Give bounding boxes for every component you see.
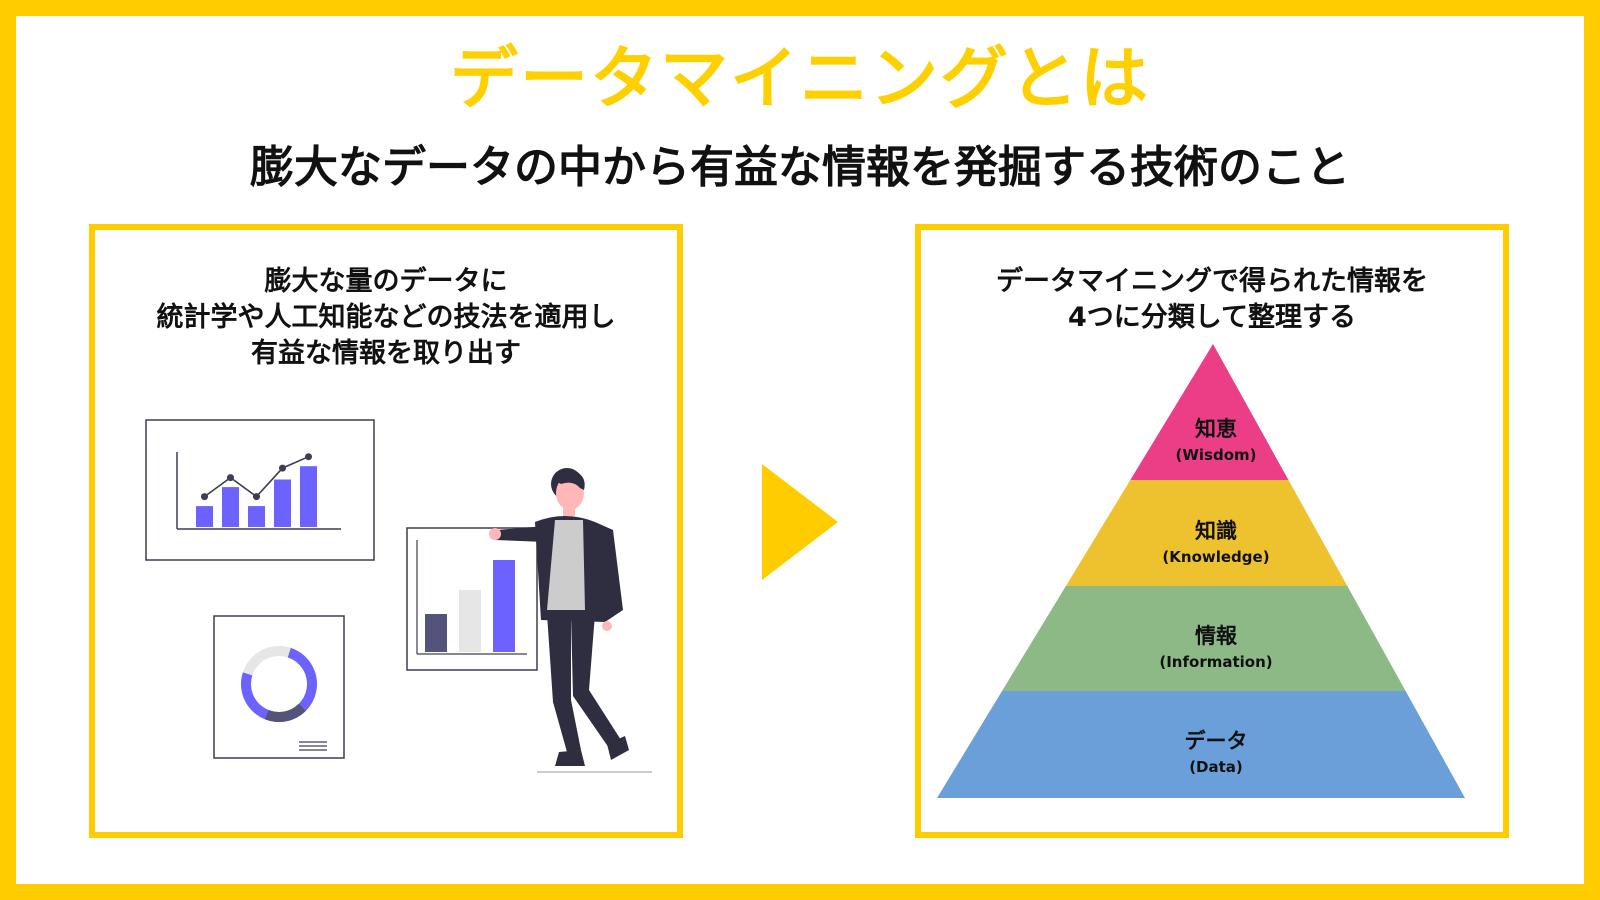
- chart-board-1: [145, 419, 375, 561]
- board2-bar: [493, 560, 515, 652]
- board2-bar: [459, 590, 481, 652]
- pyramid-sub-knowledge: (Knowledge): [1162, 548, 1269, 566]
- pyramid-sub-information: (Information): [1159, 653, 1272, 671]
- pyramid-level-knowledge: [1065, 480, 1348, 586]
- pyramid-sub-wisdom: (Wisdom): [1176, 446, 1257, 464]
- board1-trend-point: [201, 493, 208, 501]
- pyramid-label-information: 情報: [1195, 624, 1238, 648]
- board2-bar: [425, 614, 447, 652]
- board1-bar: [274, 479, 291, 527]
- right-panel-text: データマイニングで得られた情報を 4つに分類して整理する: [921, 264, 1503, 336]
- pyramid-level-information: [1002, 586, 1406, 691]
- right-panel-line-1: データマイニングで得られた情報を: [996, 266, 1428, 297]
- left-panel-line-2: 統計学や人工知能などの技法を適用し: [156, 302, 616, 333]
- left-panel-line-1: 膨大な量のデータに: [264, 266, 508, 297]
- board1-trend-point: [253, 493, 260, 501]
- chart-board-3: [213, 615, 345, 759]
- board1-trend-point: [227, 474, 234, 482]
- page-title: データマイニングとは: [449, 40, 1150, 119]
- pyramid-label-knowledge: 知識: [1195, 519, 1237, 543]
- board1-trend-point: [279, 464, 286, 472]
- right-panel: データマイニングで得られた情報を 4つに分類して整理する 知恵 (Wisdom)…: [915, 224, 1509, 838]
- left-panel-text: 膨大な量のデータに 統計学や人工知能などの技法を適用し 有益な情報を取り出す: [95, 264, 677, 372]
- board1-bar: [248, 506, 265, 527]
- pyramid-sub-data: (Data): [1189, 758, 1243, 776]
- pyramid-label-wisdom: 知恵: [1195, 417, 1237, 441]
- left-panel: 膨大な量のデータに 統計学や人工知能などの技法を適用し 有益な情報を取り出す: [89, 224, 683, 838]
- board1-bar: [300, 466, 317, 527]
- play-arrow-icon: [762, 464, 838, 580]
- pyramid-label-data: データ: [1185, 729, 1248, 753]
- board1-bar: [222, 487, 239, 527]
- page-subtitle: 膨大なデータの中から有益な情報を発掘する技術のこと: [250, 142, 1350, 193]
- dikw-pyramid: 知恵 (Wisdom) 知識 (Knowledge) 情報 (Informati…: [937, 344, 1465, 798]
- right-panel-line-2: 4つに分類して整理する: [1068, 302, 1356, 333]
- donut-slice-accent: [265, 703, 306, 722]
- donut-slice: [242, 646, 291, 676]
- pyramid-level-wisdom: [1130, 344, 1289, 480]
- data-analysis-illustration: [145, 419, 652, 773]
- board1-bar: [196, 506, 213, 527]
- left-panel-line-3: 有益な情報を取り出す: [251, 338, 521, 369]
- pyramid-level-data: [937, 691, 1465, 798]
- board1-trend-point: [305, 453, 312, 461]
- person-figure: [489, 468, 652, 773]
